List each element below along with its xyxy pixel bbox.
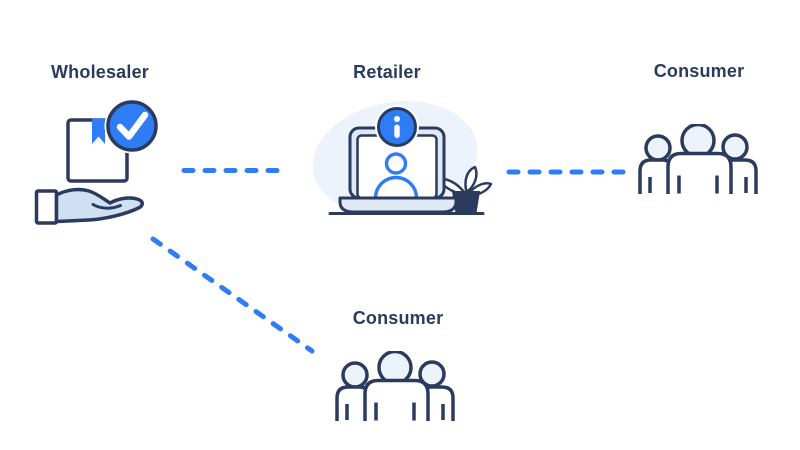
- node-consumer-bottom: Consumer: [334, 306, 458, 422]
- ribbon-bookmark: [92, 118, 105, 144]
- node-wholesaler: Wholesaler: [30, 60, 170, 230]
- person-avatar: [373, 152, 419, 199]
- node-label-consumer-right: Consumer: [653, 61, 745, 81]
- people-group-icon: [335, 351, 455, 421]
- connector-wholesaler-consumer: [150, 236, 315, 354]
- node-label-wholesaler: Wholesaler: [50, 62, 150, 82]
- info-badge: [375, 105, 419, 149]
- open-hand: [34, 187, 144, 225]
- check-badge: [104, 99, 160, 154]
- laptop-info-icon: [312, 100, 493, 216]
- node-label-retailer: Retailer: [353, 62, 421, 82]
- node-label-consumer-bottom: Consumer: [352, 308, 444, 328]
- laptop: [338, 126, 458, 214]
- node-retailer: Retailer: [298, 60, 494, 218]
- node-consumer-right: Consumer: [637, 59, 761, 195]
- laptop-base: [338, 196, 458, 214]
- arm-lines: [345, 402, 445, 421]
- plant-pot: [452, 191, 480, 213]
- arm-lines: [648, 175, 748, 194]
- hand-box-check-icon: [34, 99, 160, 225]
- people-group-icon: [638, 124, 758, 194]
